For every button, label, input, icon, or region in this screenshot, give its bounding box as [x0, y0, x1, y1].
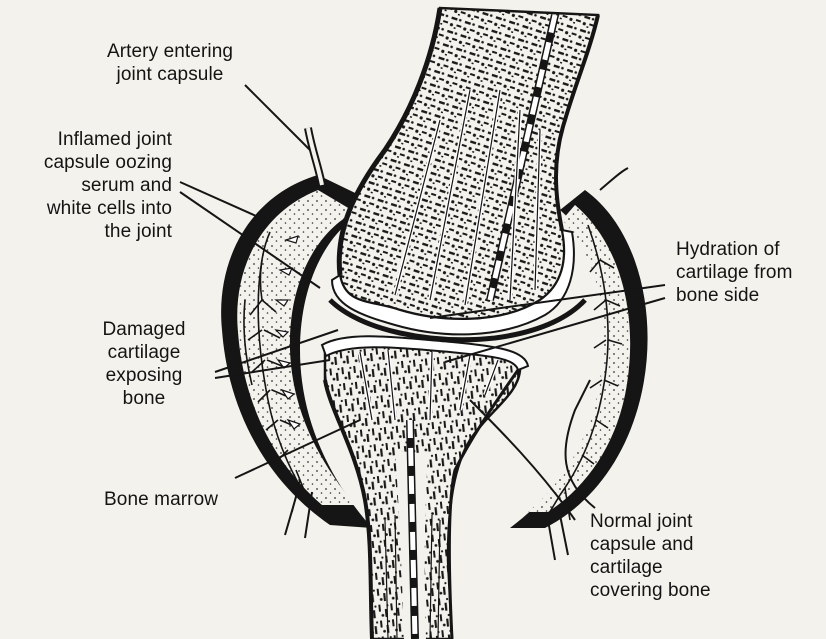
damaged-cartilage-label: Damaged cartilage exposing bone	[88, 318, 200, 410]
artery-label: Artery entering joint capsule	[82, 40, 258, 86]
bone-marrow-label: Bone marrow	[104, 488, 244, 511]
normal-capsule-label: Normal joint capsule and cartilage cover…	[590, 510, 760, 602]
hydration-label: Hydration of cartilage from bone side	[676, 238, 826, 307]
inflamed-capsule-label: Inflamed joint capsule oozing serum and …	[0, 128, 172, 243]
